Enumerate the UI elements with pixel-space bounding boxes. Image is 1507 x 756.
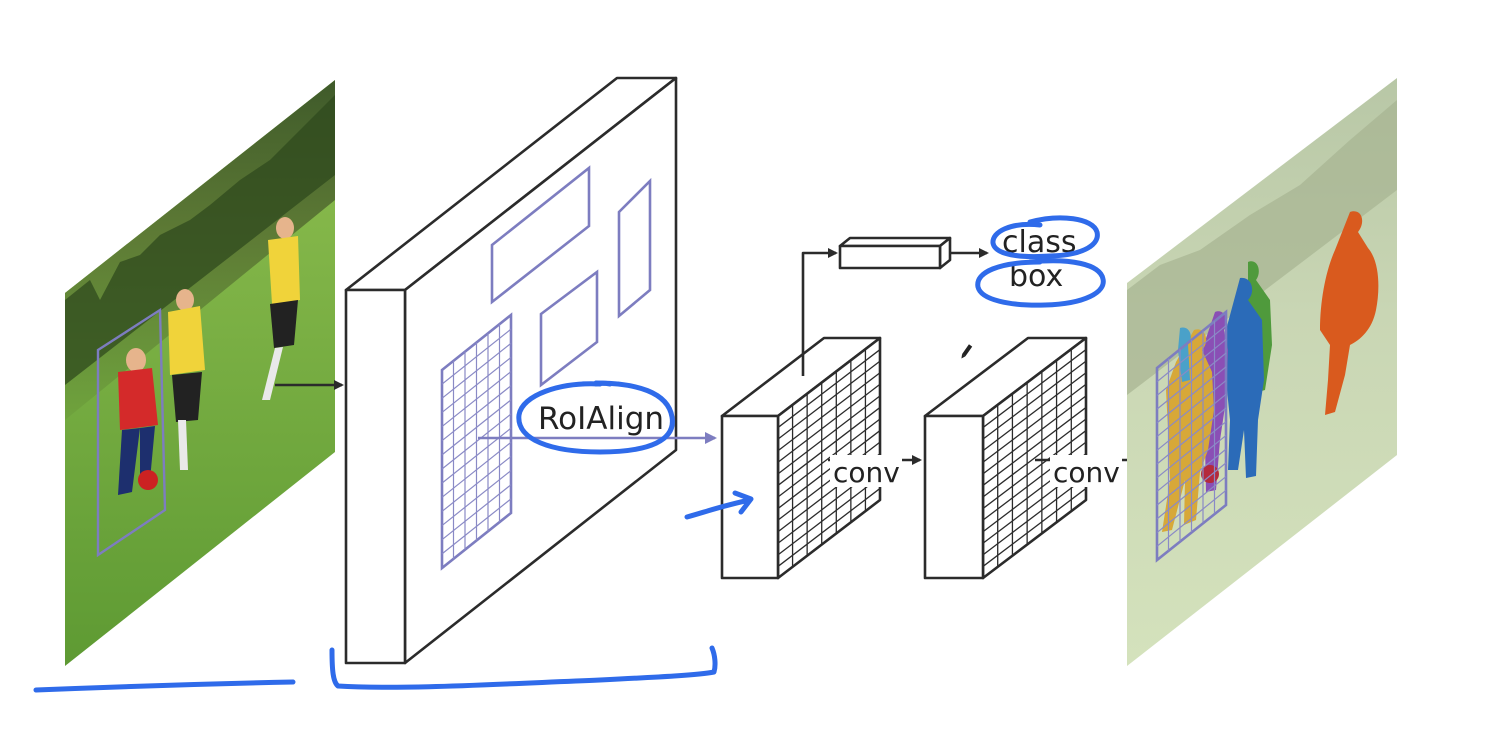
grid-line — [441, 455, 512, 512]
player-yellow — [168, 289, 205, 470]
grid-line — [982, 360, 1087, 440]
grid-line — [1156, 325, 1227, 383]
ink-circle-box — [975, 258, 1106, 308]
grid-line — [777, 406, 881, 486]
grid-line — [982, 395, 1087, 475]
grid-line — [1156, 380, 1227, 438]
grid-line — [982, 383, 1087, 463]
fc-layer — [838, 236, 952, 270]
conv-label-2: conv — [1053, 456, 1120, 489]
conv-label-1: conv — [833, 456, 900, 489]
player-red-1 — [118, 348, 158, 495]
grid-line — [1156, 448, 1227, 506]
grid-line — [441, 342, 512, 399]
roi-box-3 — [539, 269, 599, 388]
grid-line — [982, 476, 1087, 556]
pen-cursor-icon — [961, 344, 973, 359]
grid-line — [1156, 489, 1227, 547]
ink-dot — [593, 380, 613, 387]
grid-line — [1156, 462, 1227, 520]
ink-underline — [33, 679, 296, 693]
grid-line — [777, 476, 881, 556]
grid-line — [777, 487, 881, 567]
ink-annotations — [33, 215, 1106, 693]
grid-line — [441, 328, 512, 385]
grid-line — [441, 470, 512, 527]
grid-line — [777, 360, 881, 440]
grid-line — [441, 498, 512, 555]
grid-line — [441, 484, 512, 541]
ink-circle-roialign — [516, 380, 675, 455]
seg-orange — [1320, 211, 1379, 415]
ink-bracket — [329, 645, 718, 690]
roialign-label: RoIAlign — [538, 401, 664, 437]
backbone-feature-map — [344, 76, 678, 665]
input-image — [65, 80, 335, 666]
ink-circle-class — [990, 215, 1100, 260]
grid-line — [777, 372, 881, 452]
grid-line — [982, 372, 1087, 452]
grid-line — [777, 430, 881, 510]
grid-line — [1156, 407, 1227, 465]
grid-line — [441, 441, 512, 498]
grid-line — [441, 385, 512, 442]
grid-line — [777, 383, 881, 463]
grid-line — [777, 418, 881, 498]
output-roi-grid — [1155, 309, 1228, 563]
ink-arrow-head — [684, 490, 754, 520]
grid-line — [1156, 352, 1227, 410]
grid-line — [777, 349, 881, 429]
grid-line — [441, 356, 512, 413]
grid-line — [1156, 476, 1227, 534]
grid-line — [982, 406, 1087, 486]
seg-yellow — [1162, 329, 1214, 532]
grid-line — [982, 349, 1087, 429]
grid-line — [441, 413, 512, 470]
grid-line — [982, 430, 1087, 510]
grid-line — [982, 487, 1087, 567]
grid-line — [777, 395, 881, 475]
seg-blue — [1226, 277, 1264, 478]
grid-line — [441, 399, 512, 456]
grid-line — [982, 418, 1087, 498]
grid-line — [1156, 338, 1227, 396]
grid-line — [441, 371, 512, 428]
player-right — [262, 217, 300, 400]
roi-box-2 — [617, 177, 652, 319]
grid-line — [1156, 366, 1227, 424]
grid-line — [1156, 393, 1227, 451]
roi-feature-block — [720, 336, 882, 580]
grid-line — [1156, 421, 1227, 479]
grid-line — [1156, 434, 1227, 492]
roi-box-1 — [490, 165, 591, 305]
roi-grid — [440, 312, 513, 571]
output-image — [1127, 78, 1397, 666]
seg-teal — [1178, 327, 1191, 382]
